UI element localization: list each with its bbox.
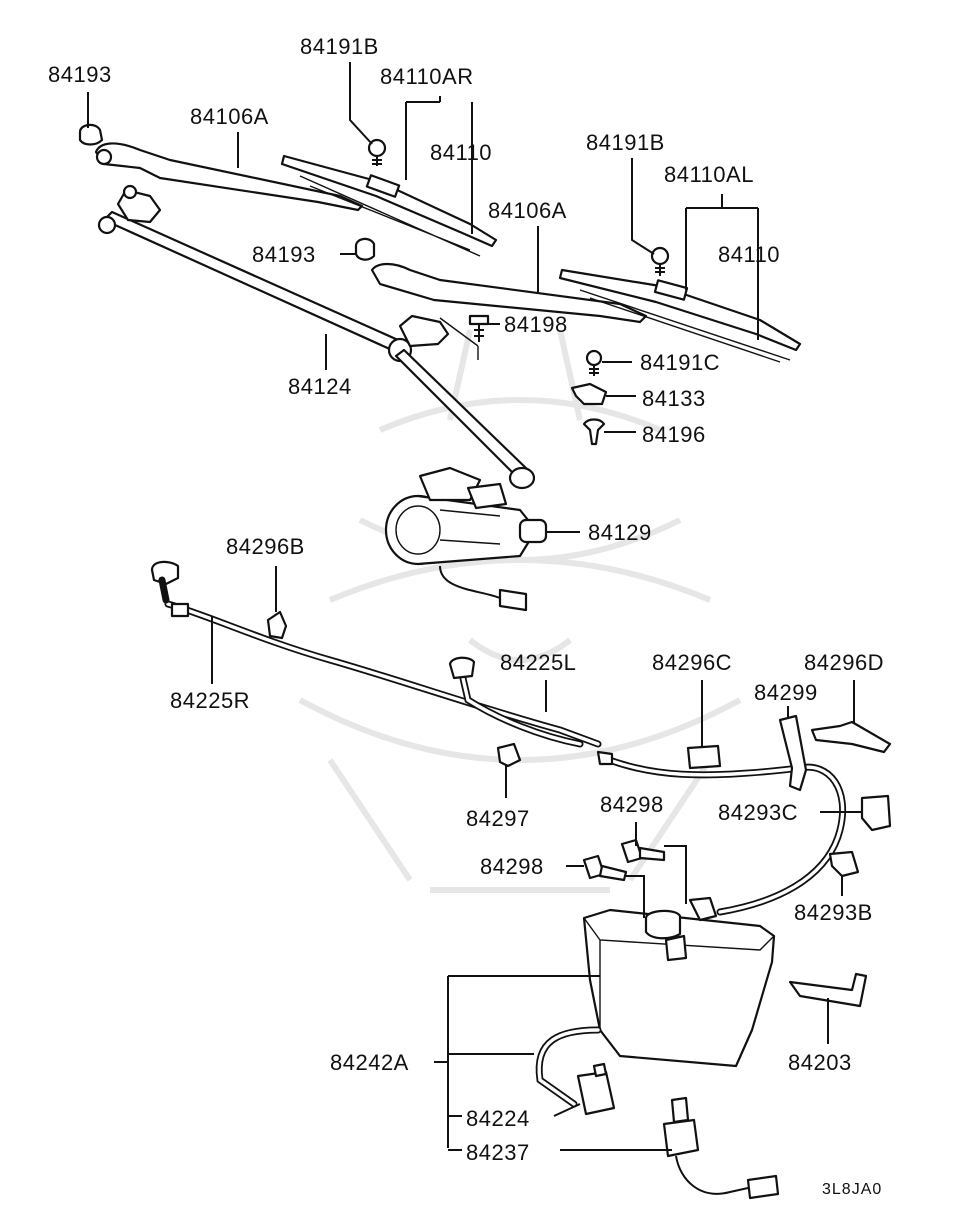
washer-pump	[535, 1026, 616, 1116]
label-84225l: 84225L	[500, 650, 576, 675]
label-84298-top: 84298	[600, 792, 664, 817]
bracket-84299	[778, 714, 808, 792]
label-84193-top: 84193	[48, 62, 112, 87]
wiper-blade-left	[280, 154, 498, 257]
label-84224: 84224	[466, 1106, 530, 1131]
label-84296b: 84296B	[226, 534, 305, 559]
label-84225r: 84225R	[170, 688, 250, 713]
wiper-motor	[384, 466, 548, 612]
label-84198: 84198	[504, 312, 568, 337]
diagram-code: 3L8JA0	[822, 1181, 882, 1198]
wiper-blade-right	[558, 268, 802, 363]
label-84293b: 84293B	[794, 900, 873, 925]
label-84296c: 84296C	[652, 650, 732, 675]
washer-hose-left	[448, 656, 584, 748]
clip-84296c	[686, 744, 722, 770]
bolt-84298-left	[582, 854, 628, 882]
clip-84293c	[860, 794, 892, 832]
screw-84191c	[585, 349, 603, 376]
bracket-84203	[788, 972, 868, 1008]
washer-tank	[582, 896, 776, 1068]
label-84106a-left: 84106A	[190, 104, 269, 129]
washer-hose-right	[150, 560, 602, 748]
bracket-84296d	[810, 720, 892, 754]
label-84293c: 84293C	[718, 800, 798, 825]
screw-right	[650, 246, 670, 276]
label-84110al: 84110AL	[664, 162, 754, 187]
washer-hose-main	[596, 750, 847, 916]
label-84242a: 84242A	[330, 1050, 409, 1075]
label-84203: 84203	[788, 1050, 852, 1075]
label-84296d: 84296D	[804, 650, 884, 675]
label-84237: 84237	[466, 1140, 530, 1165]
leader-lines	[87, 62, 862, 1151]
label-84191c: 84191C	[640, 350, 720, 375]
label-84110-left: 84110	[430, 140, 492, 165]
label-84297: 84297	[466, 806, 530, 831]
screw-left	[367, 138, 387, 166]
label-84129: 84129	[588, 520, 652, 545]
label-84133: 84133	[642, 386, 706, 411]
wiper-arm-right	[370, 262, 648, 324]
label-84299: 84299	[754, 680, 818, 705]
label-84106a-right: 84106A	[488, 198, 567, 223]
clip-84296b	[266, 610, 288, 640]
level-sensor	[662, 1096, 780, 1200]
wiper-linkage	[97, 184, 536, 490]
bolt-84198	[439, 314, 490, 360]
clip-84133	[570, 382, 608, 406]
label-84110-right: 84110	[718, 242, 780, 267]
cap-nut-top	[78, 123, 104, 146]
cap-nut-mid	[354, 237, 376, 261]
clip-84297	[496, 742, 522, 768]
label-84110ar: 84110AR	[380, 64, 474, 89]
clip-84196	[582, 418, 606, 446]
label-84193-mid: 84193	[252, 242, 316, 267]
wiper-arm-upper	[94, 142, 364, 212]
clip-84293b	[828, 850, 860, 878]
label-84191b-right: 84191B	[586, 130, 665, 155]
callout-labels: 84193 84191B 84110AR 84106A 84110 84191B…	[48, 34, 884, 1198]
label-84196: 84196	[642, 422, 706, 447]
label-84298-left: 84298	[480, 854, 544, 879]
label-84124: 84124	[288, 374, 352, 399]
label-84191b-left: 84191B	[300, 34, 379, 59]
